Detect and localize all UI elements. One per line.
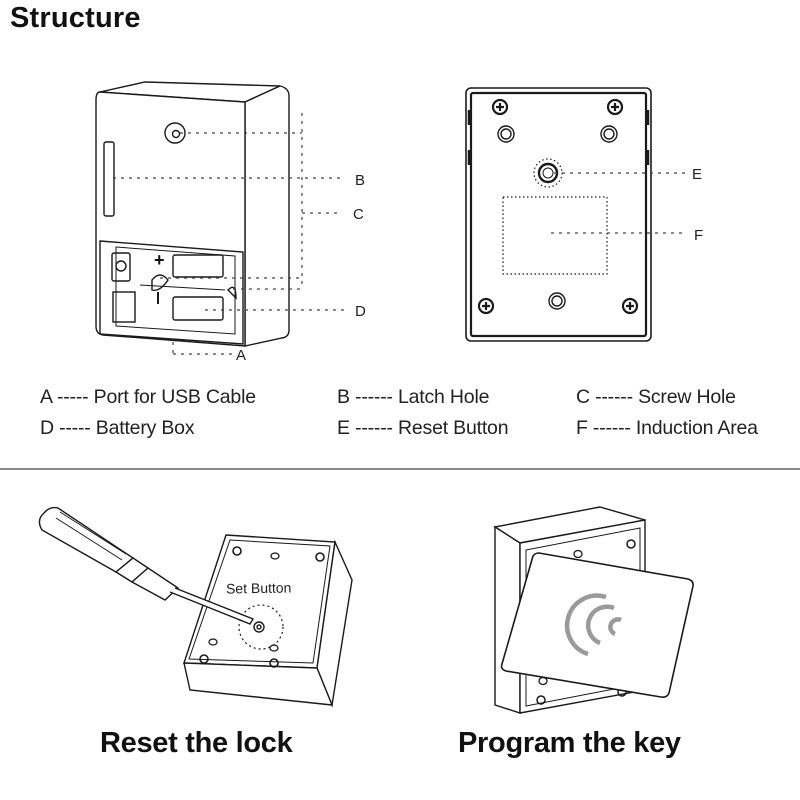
- screw-icon-bottom-left: [477, 297, 495, 315]
- section-divider: [0, 468, 800, 470]
- screwdriver-icon: [38, 506, 255, 625]
- wireless-signal-icon: [564, 593, 622, 657]
- caption-reset-lock: Reset the lock: [100, 727, 293, 759]
- set-button-label: Set Button: [225, 579, 292, 597]
- latch-hole-icon: [164, 122, 186, 144]
- legend-item-f: F ------ Induction Area: [576, 417, 758, 439]
- screw-icon-top-left: [491, 98, 509, 116]
- callout-b: B: [355, 172, 366, 189]
- callout-c: C: [353, 206, 364, 223]
- reset-lock-illustration: [38, 506, 353, 708]
- screw-hole-icon: [497, 125, 618, 310]
- structure-diagrams: [0, 81, 800, 470]
- rfid-card-icon: [500, 552, 694, 698]
- callout-d: D: [355, 303, 366, 320]
- reset-button-icon: [533, 158, 563, 188]
- screw-hole-icon: [538, 549, 583, 686]
- screw-icon: [199, 546, 325, 668]
- page-title: Structure: [10, 2, 141, 34]
- battery-box-icon: [99, 240, 244, 345]
- legend-item-a: A ----- Port for USB Cable: [40, 386, 256, 408]
- induction-area-icon: [502, 196, 608, 275]
- screw-icon-top-right: [606, 98, 624, 116]
- caption-program-key: Program the key: [458, 727, 681, 759]
- switch-icon: [112, 291, 136, 323]
- callout-a: A: [236, 347, 247, 364]
- set-button-icon: [238, 604, 284, 650]
- screw-icon: [536, 539, 636, 705]
- legend-item-b: B ------ Latch Hole: [337, 386, 490, 408]
- usb-port-icon: [111, 252, 131, 282]
- legend-item-c: C ------ Screw Hole: [576, 386, 736, 408]
- program-key-illustration: [493, 506, 694, 714]
- callout-e: E: [692, 166, 703, 183]
- slot-icon: [103, 141, 115, 217]
- battery-plus-mark: +: [154, 250, 165, 270]
- lock-back-view: [465, 87, 686, 342]
- screw-hole-icon: [208, 552, 280, 652]
- legend-item-d: D ----- Battery Box: [40, 417, 195, 439]
- legend-item-e: E ------ Reset Button: [337, 417, 509, 439]
- battery-minus-mark: [157, 292, 159, 304]
- screw-icon-bottom-right: [621, 297, 639, 315]
- lock-front-view: [95, 81, 344, 355]
- callout-f: F: [694, 227, 704, 244]
